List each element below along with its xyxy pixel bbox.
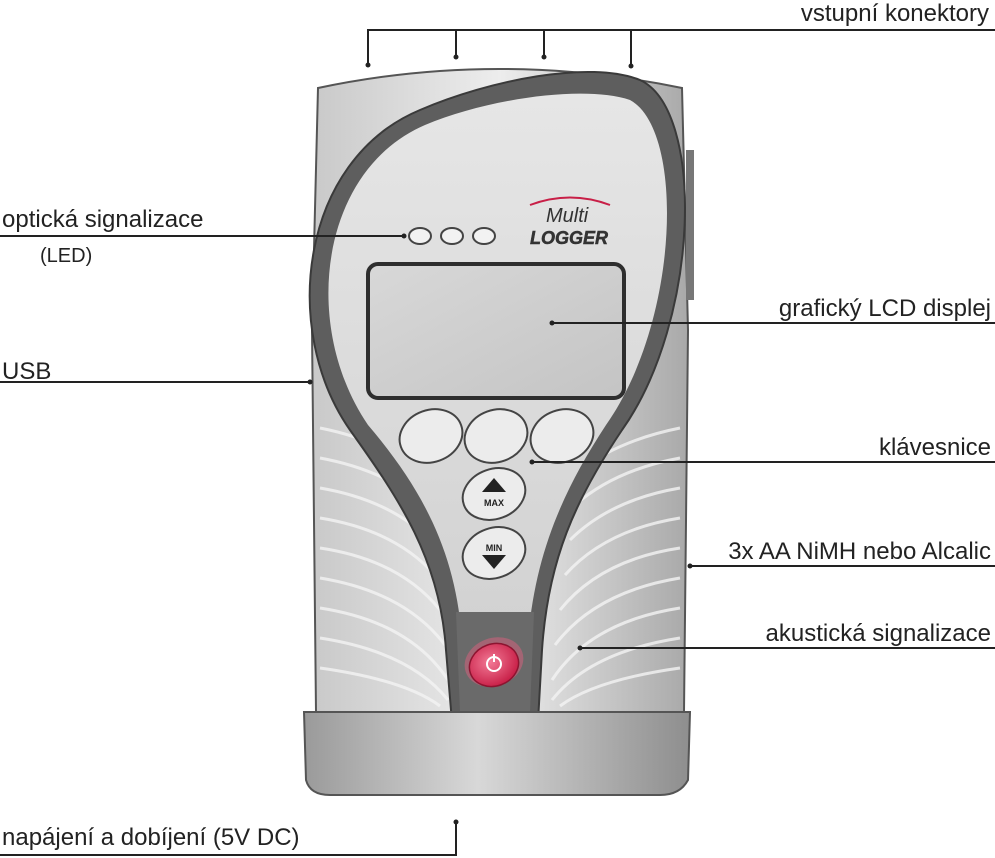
power-button[interactable] [458,629,531,695]
arrow-down-icon [482,555,506,569]
led-group [408,227,496,245]
label-usb: USB [2,358,52,385]
led-1 [408,227,432,245]
label-keypad: klávesnice [878,434,991,461]
max-button[interactable]: MAX [455,460,532,529]
lcd-display [366,262,626,400]
led-3 [472,227,496,245]
callout-connectors [367,29,995,65]
soft-key-1[interactable] [392,401,470,472]
soft-key-3[interactable] [523,401,601,472]
callout-lines [0,29,995,856]
logo-line2: LOGGER [530,228,608,248]
device-base [302,711,692,796]
label-connectors: vstupní konektory [800,0,989,27]
label-led-sub: (LED) [40,245,93,267]
min-label: MIN [486,543,503,553]
max-label: MAX [484,498,504,508]
multilogger-logo: Multi LOGGER [529,196,611,248]
soft-keys [392,401,601,472]
soft-key-2[interactable] [457,401,535,472]
arrow-up-icon [482,478,506,492]
logo-line1: Multi [546,205,589,227]
callout-power [0,822,457,856]
callout-dots [307,54,693,825]
label-batteries: 3x AA NiMH nebo Alcalic [728,538,991,565]
label-power: napájení a dobíjení (5V DC) [2,824,300,851]
label-buzzer: akustická signalizace [765,620,991,647]
led-2 [440,227,464,245]
min-button[interactable]: MIN [455,519,532,588]
label-led: optická signalizace [2,206,204,233]
label-lcd: grafický LCD displej [778,295,991,322]
grip-ridges-left [319,426,450,708]
